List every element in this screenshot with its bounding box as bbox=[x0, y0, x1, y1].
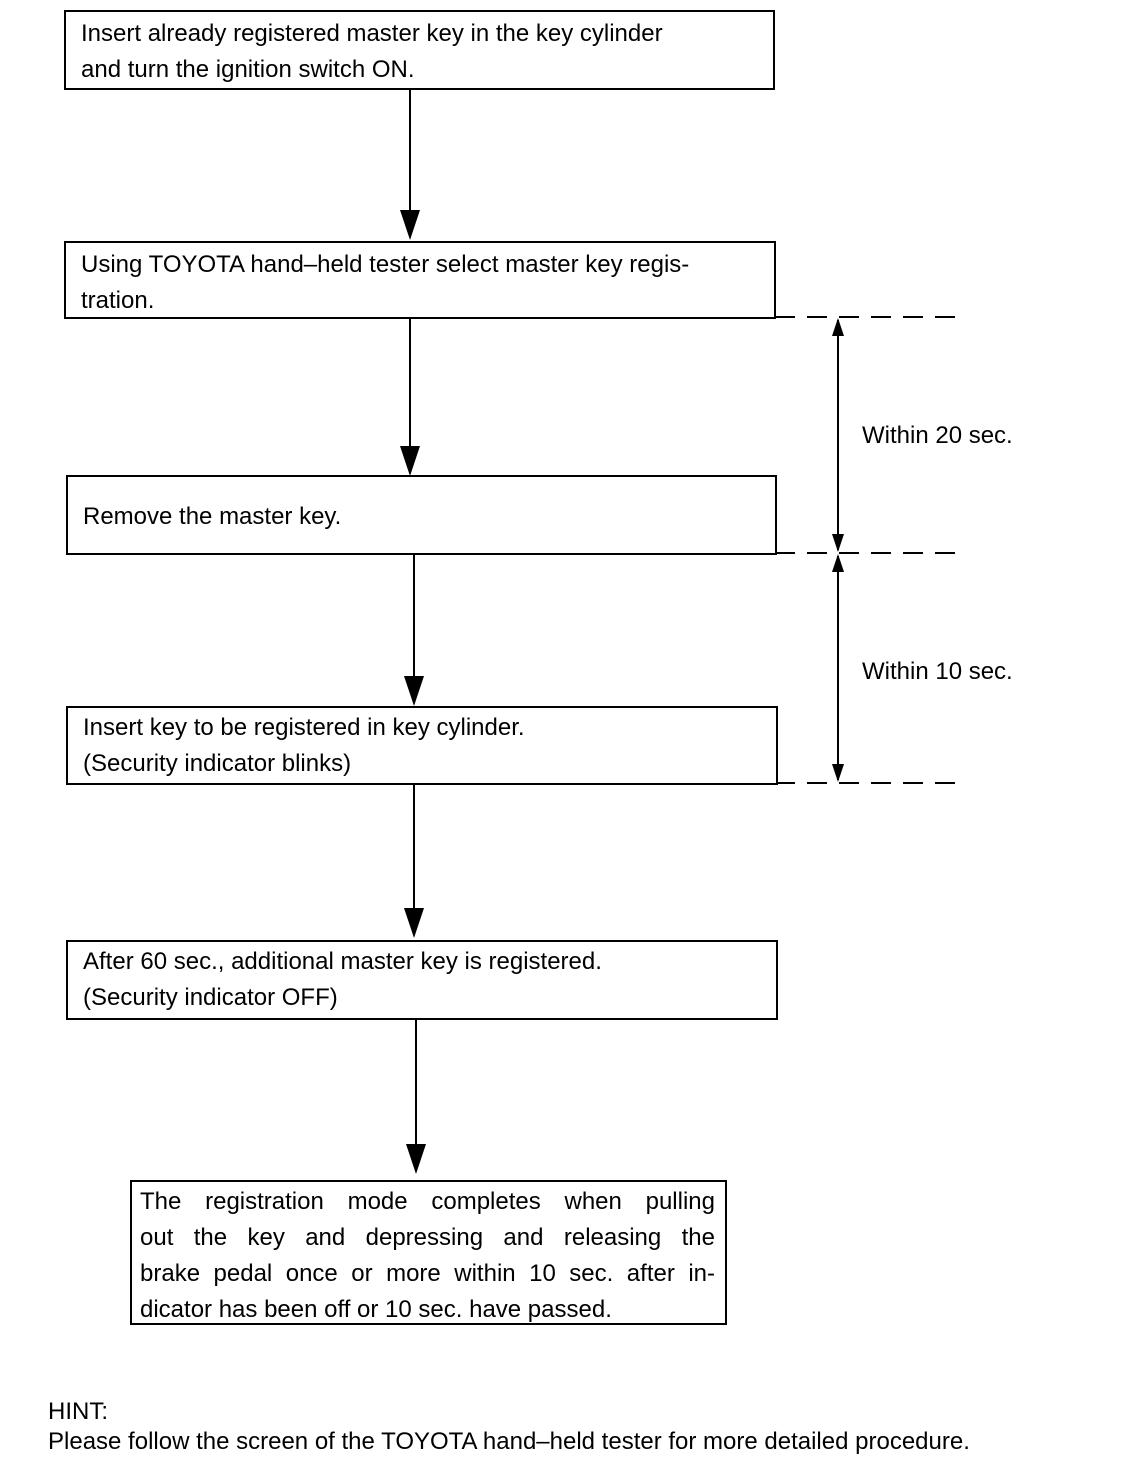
step-4-box: Insert key to be registered in key cylin… bbox=[66, 706, 778, 785]
step-4-line-1: Insert key to be registered in key cylin… bbox=[83, 714, 525, 741]
timing-arrow-10-sec bbox=[832, 554, 844, 782]
step-2-line-2: tration. bbox=[81, 287, 155, 314]
flow-arrow-5 bbox=[406, 1018, 426, 1174]
flow-arrow-2 bbox=[400, 318, 420, 476]
flow-arrow-4 bbox=[404, 784, 424, 938]
step-1-line-1: Insert already registered master key in … bbox=[81, 20, 663, 47]
step-3-line-1: Remove the master key. bbox=[83, 503, 342, 530]
hint-title: HINT: bbox=[48, 1398, 108, 1425]
step-3-box: Remove the master key. bbox=[66, 475, 777, 555]
step-2-box: Using TOYOTA hand–held tester select mas… bbox=[64, 241, 776, 319]
timing-arrow-20-sec bbox=[832, 318, 844, 552]
timing-label-20-sec: Within 20 sec. bbox=[862, 422, 1013, 449]
step-6-line-1: The registration mode completes when pul… bbox=[140, 1188, 715, 1215]
hint-text: Please follow the screen of the TOYOTA h… bbox=[48, 1428, 970, 1455]
step-5-box: After 60 sec., additional master key is … bbox=[66, 940, 778, 1020]
step-5-line-1: After 60 sec., additional master key is … bbox=[83, 948, 602, 975]
step-6-line-3: brake pedal once or more within 10 sec. … bbox=[140, 1260, 715, 1287]
step-1-line-2: and turn the ignition switch ON. bbox=[81, 56, 415, 83]
flow-arrow-1 bbox=[400, 90, 420, 240]
step-6-line-4: dicator has been off or 10 sec. have pas… bbox=[140, 1296, 612, 1323]
step-4-line-2: (Security indicator blinks) bbox=[83, 750, 352, 777]
timing-label-10-sec: Within 10 sec. bbox=[862, 658, 1013, 685]
flow-arrow-3 bbox=[404, 553, 424, 706]
step-5-line-2: (Security indicator OFF) bbox=[83, 984, 338, 1011]
step-1-box: Insert already registered master key in … bbox=[64, 10, 775, 90]
step-6-box: The registration mode completes when pul… bbox=[130, 1180, 727, 1325]
step-2-line-1: Using TOYOTA hand–held tester select mas… bbox=[81, 251, 690, 278]
step-6-line-2: out the key and depressing and releasing… bbox=[140, 1224, 715, 1251]
